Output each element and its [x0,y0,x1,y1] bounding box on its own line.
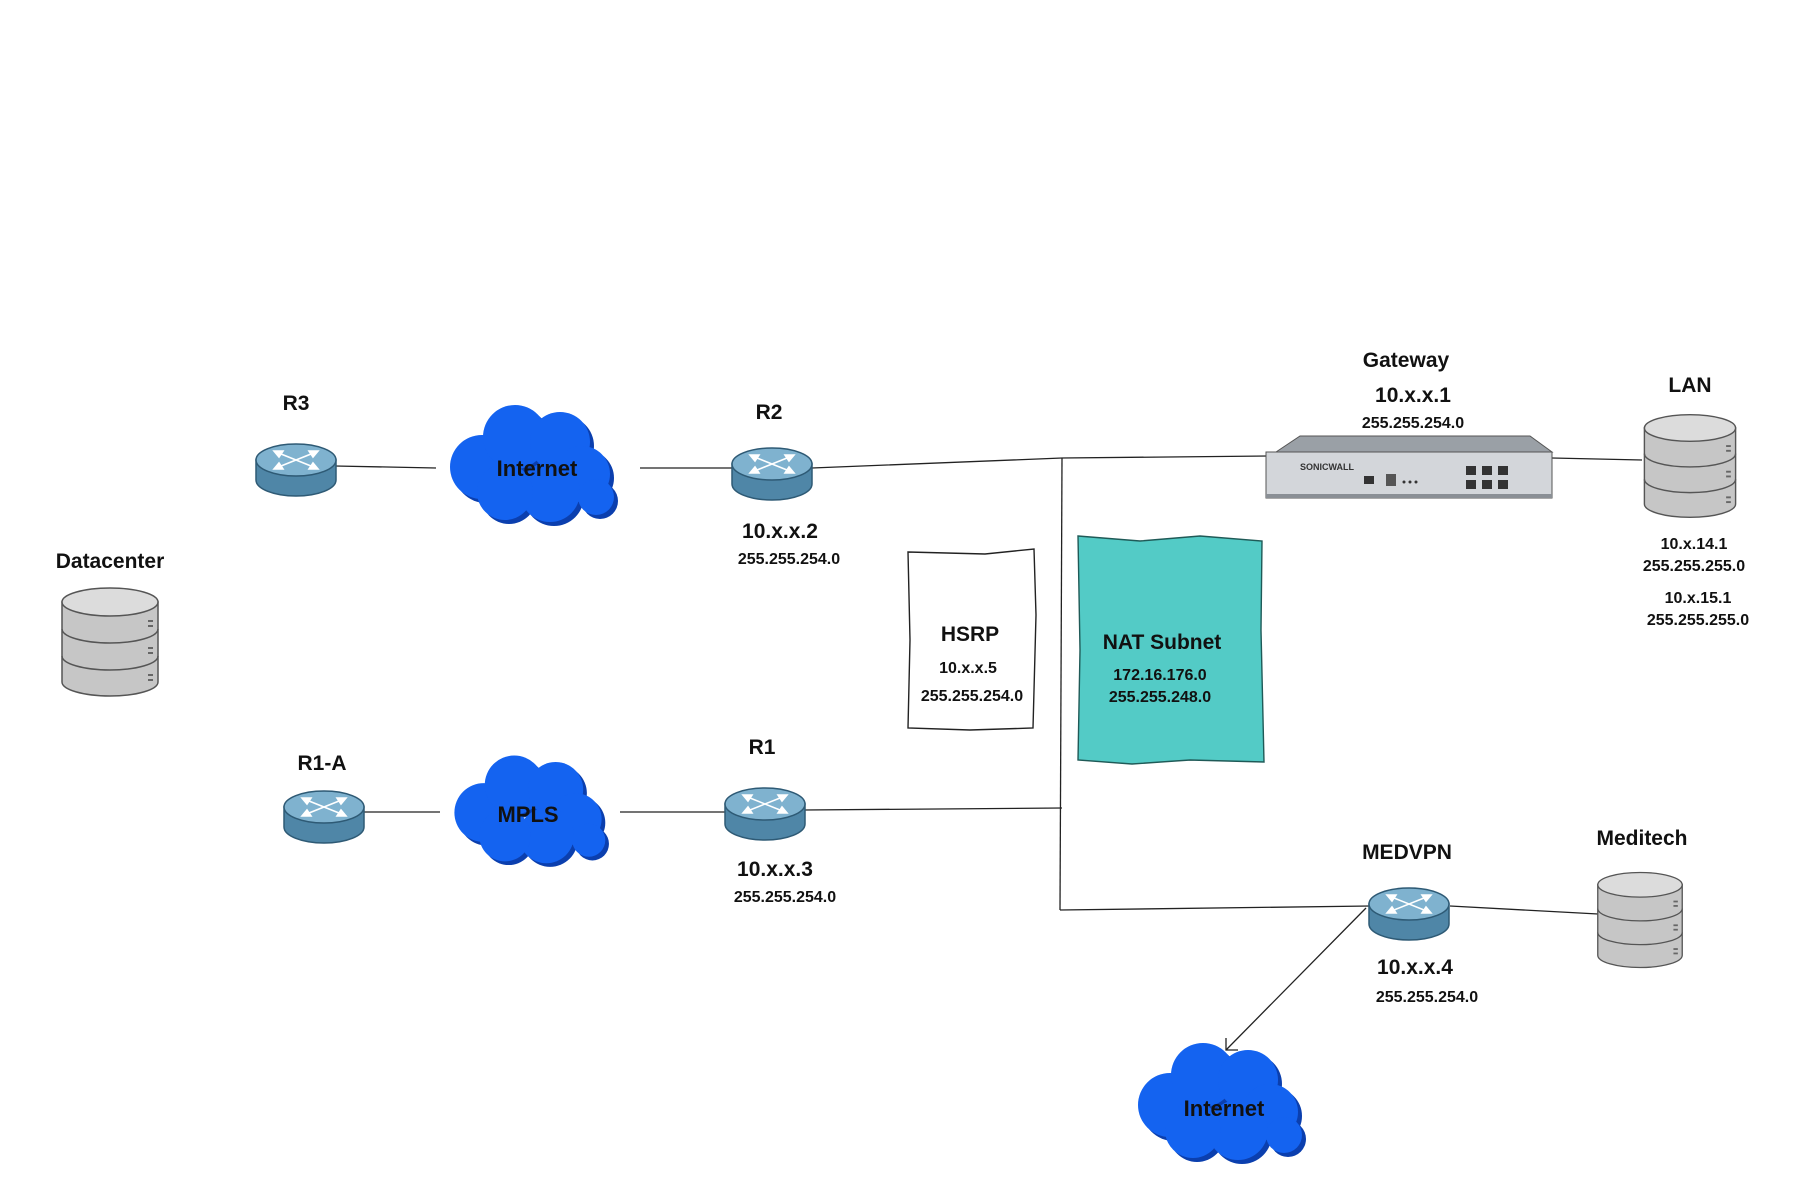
nat-subnet-box: NAT Subnet 172.16.176.0 255.255.248.0 [1077,535,1265,765]
hsrp-ip: 10.x.x.5 [939,660,997,677]
arrow-head-icon [1225,1038,1238,1051]
router-icon [283,790,365,844]
lan-ip1: 10.x.14.1 [1661,536,1728,553]
database-icon [61,587,159,697]
link-gateway-lan [1551,457,1643,461]
router-icon [255,443,337,497]
database-icon [1643,413,1737,519]
database-icon [1597,871,1683,969]
medvpn-ip: 10.x.x.4 [1377,956,1453,979]
r2-mask: 255.255.254.0 [738,551,840,568]
router-r1a[interactable]: R1-A [283,752,365,844]
lan-ip2: 10.x.15.1 [1665,590,1732,607]
mpls-cloud: MPLS [454,755,609,867]
datacenter-node: Datacenter [56,550,165,697]
firewall-appliance-icon: SONICWALL [1265,435,1554,499]
gateway-ip: 10.x.x.1 [1375,384,1451,407]
links [334,455,1643,1051]
mpls-label: MPLS [497,802,558,827]
router-icon [731,447,813,501]
lan-mask2: 255.255.255.0 [1647,612,1749,629]
router-r2[interactable]: R2 10.x.x.2 255.255.254.0 [731,401,840,568]
hsrp-mask: 255.255.254.0 [921,688,1023,705]
medvpn-mask: 255.255.254.0 [1376,989,1478,1006]
router-icon [724,787,806,841]
gateway-brand: SONICWALL [1300,462,1354,472]
lan-label: LAN [1668,374,1711,397]
router-r1[interactable]: R1 10.x.x.3 255.255.254.0 [724,736,836,906]
link-medvpn-meditech [1449,905,1599,915]
switch-backbone [1059,457,1063,911]
link-r2-gateway [811,455,1269,469]
r1-label: R1 [749,736,776,759]
lan-node: LAN 10.x.14.1 255.255.255.0 10.x.15.1 25… [1643,374,1749,629]
r1-ip: 10.x.x.3 [737,858,813,881]
hsrp-box: HSRP 10.x.x.5 255.255.254.0 [907,548,1037,731]
meditech-label: Meditech [1596,827,1687,850]
internet-cloud-top: Internet [450,405,618,526]
internet-bottom-label: Internet [1184,1096,1265,1121]
link-switch-medvpn [1059,905,1371,911]
router-r3[interactable]: R3 [255,392,337,497]
medvpn-label: MEDVPN [1362,841,1452,864]
meditech-node: Meditech [1596,827,1688,969]
lan-mask1: 255.255.255.0 [1643,558,1745,575]
nat-label: NAT Subnet [1103,631,1222,654]
r2-label: R2 [756,401,783,424]
gateway-label: Gateway [1363,349,1450,372]
gateway-node[interactable]: Gateway 10.x.x.1 255.255.254.0 SONICWALL [1265,349,1554,499]
internet-cloud-bottom: Internet [1138,1043,1306,1164]
router-medvpn[interactable]: MEDVPN 10.x.x.4 255.255.254.0 [1362,841,1478,1006]
datacenter-label: Datacenter [56,550,165,573]
r1a-label: R1-A [297,752,346,775]
internet-top-label: Internet [497,456,578,481]
r3-label: R3 [283,392,310,415]
gateway-mask: 255.255.254.0 [1362,415,1464,432]
link-r3-internet [334,465,437,469]
link-medvpn-internet [1225,907,1367,1051]
router-icon [1368,887,1450,941]
link-r1-switch [803,807,1063,811]
hsrp-label: HSRP [941,623,999,646]
r2-ip: 10.x.x.2 [742,520,818,543]
nat-ip: 172.16.176.0 [1113,667,1207,684]
r1-mask: 255.255.254.0 [734,889,836,906]
nat-mask: 255.255.248.0 [1109,689,1211,706]
